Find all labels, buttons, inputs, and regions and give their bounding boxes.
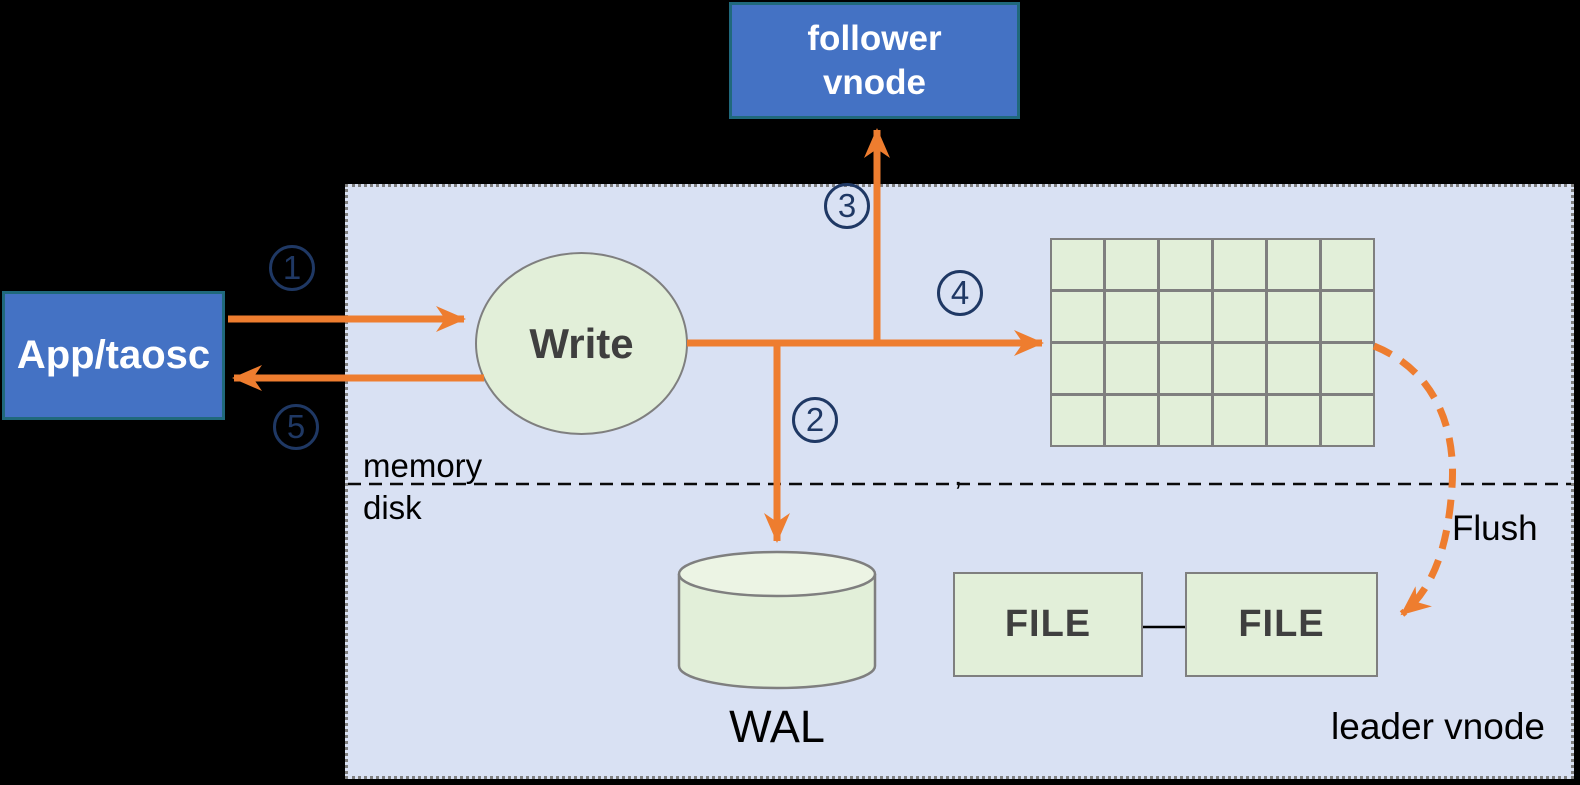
divider-comma-mark: , xyxy=(954,459,963,492)
memtable-cell xyxy=(1159,291,1212,342)
memtable-cell xyxy=(1321,291,1373,342)
file-right-label: FILE xyxy=(1238,603,1325,645)
memtable-cell xyxy=(1159,343,1212,394)
disk-label: disk xyxy=(363,489,422,526)
memtable-cell xyxy=(1213,240,1266,290)
memtable-cell xyxy=(1267,395,1320,445)
follower-vnode-node: follower vnode xyxy=(729,2,1020,119)
flush-label: Flush xyxy=(1452,509,1538,548)
wal-label: WAL xyxy=(729,701,825,752)
memtable-cell xyxy=(1213,343,1266,394)
step-3-badge: 3 xyxy=(824,183,870,229)
wal-cylinder-top xyxy=(677,550,877,598)
memtable-cell xyxy=(1105,343,1158,394)
step-2-badge: 2 xyxy=(792,397,838,443)
app-taosc-label: App/taosc xyxy=(16,333,211,377)
memtable-cell xyxy=(1321,240,1373,290)
memtable-cell xyxy=(1267,343,1320,394)
write-node: Write xyxy=(475,252,688,435)
memory-label: memory xyxy=(363,447,483,484)
memtable-cell xyxy=(1213,395,1266,445)
memtable-cell xyxy=(1159,395,1212,445)
memtable-cell xyxy=(1052,240,1104,290)
memtable-cell xyxy=(1321,395,1373,445)
memtable-cell xyxy=(1267,240,1320,290)
memtable-grid xyxy=(1050,238,1375,447)
memtable-cell xyxy=(1321,343,1373,394)
memtable-cell xyxy=(1267,291,1320,342)
follower-vnode-label: follower vnode xyxy=(807,19,942,102)
wal-cylinder-body xyxy=(677,574,877,690)
write-label: Write xyxy=(529,319,634,367)
wal-cylinder xyxy=(677,548,877,694)
file-node-left: FILE xyxy=(953,572,1143,677)
memtable-cell xyxy=(1105,395,1158,445)
leader-vnode-label: leader vnode xyxy=(1331,706,1545,747)
file-left-label: FILE xyxy=(1004,603,1092,645)
step-4-badge: 4 xyxy=(937,270,983,316)
step-5-badge: 5 xyxy=(273,404,319,450)
step-1-badge: 1 xyxy=(269,245,315,291)
memtable-cell xyxy=(1052,343,1104,394)
memtable-cell xyxy=(1052,291,1104,342)
file-node-right: FILE xyxy=(1185,572,1378,677)
app-taosc-node: App/taosc xyxy=(2,291,225,420)
memtable-cell xyxy=(1052,395,1104,445)
memtable-cell xyxy=(1159,240,1212,290)
memtable-cell xyxy=(1105,291,1158,342)
memtable-cell xyxy=(1105,240,1158,290)
memtable-cell xyxy=(1213,291,1266,342)
